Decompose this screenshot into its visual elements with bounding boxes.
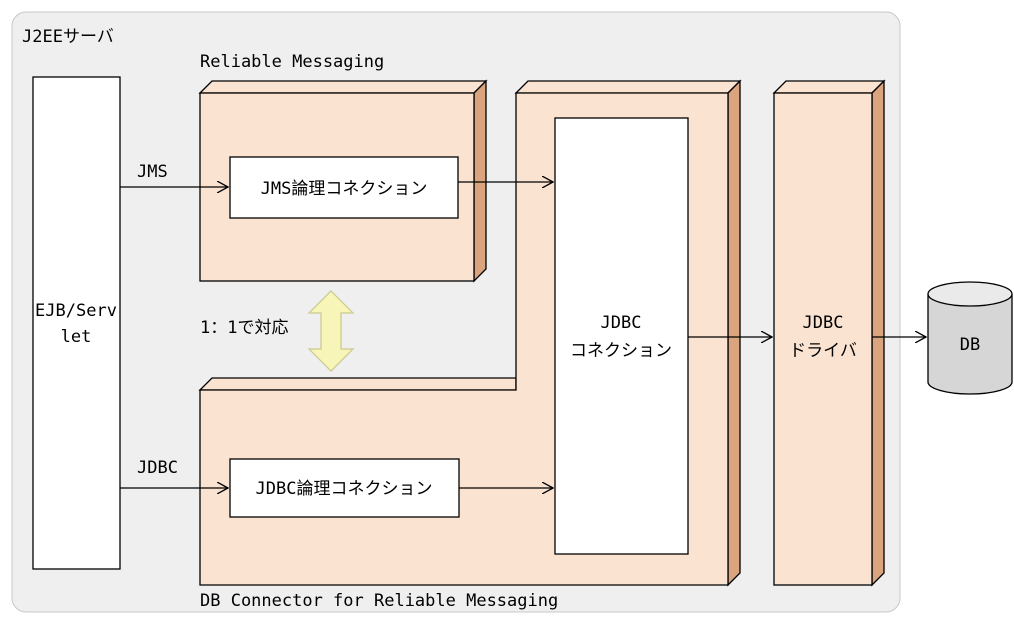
db-connector-title: DB Connector for Reliable Messaging <box>200 591 558 611</box>
jdbc-driver-side <box>871 79 885 587</box>
jdbc-arrow-label: JDBC <box>137 458 178 478</box>
jdbc-driver-label-line1: JDBC <box>803 313 844 333</box>
reliable-messaging-top <box>198 80 488 94</box>
j2ee-server-title: J2EEサーバ <box>22 27 114 47</box>
jdbc-connection-label-line2: コネクション <box>570 341 672 361</box>
database-cylinder-top <box>927 281 1013 307</box>
jms-logical-connection-box <box>229 156 459 219</box>
jms-arrow-label: JMS <box>137 162 168 182</box>
correspondence-label: 1：1で対応 <box>200 318 288 338</box>
database-label: DB <box>960 335 980 355</box>
reliable-messaging-side <box>473 79 487 283</box>
database-cylinder <box>927 294 1013 395</box>
ejb-servlet-label-line2: let <box>61 327 92 347</box>
ejb-servlet-box <box>32 76 121 570</box>
db-connector-top-lower <box>198 377 517 391</box>
jdbc-driver-top <box>772 80 886 94</box>
jdbc-connection-label-line1: JDBC <box>601 313 642 333</box>
jdbc-logical-connection-box <box>229 458 460 518</box>
jms-logical-connection-label: JMS論理コネクション <box>261 179 428 199</box>
jdbc-connection-box <box>554 117 689 555</box>
db-connector-side <box>727 79 741 587</box>
jdbc-logical-connection-label: JDBC論理コネクション <box>256 479 433 499</box>
jdbc-driver-label-line2: ドライバ <box>789 341 857 361</box>
ejb-servlet-label-line1: EJB/Serv <box>35 301 117 321</box>
reliable-messaging-title: Reliable Messaging <box>200 52 384 72</box>
db-connector-top-upper <box>514 80 742 94</box>
jdbc-driver-block <box>773 92 873 586</box>
correspondence-double-arrow <box>307 290 355 372</box>
